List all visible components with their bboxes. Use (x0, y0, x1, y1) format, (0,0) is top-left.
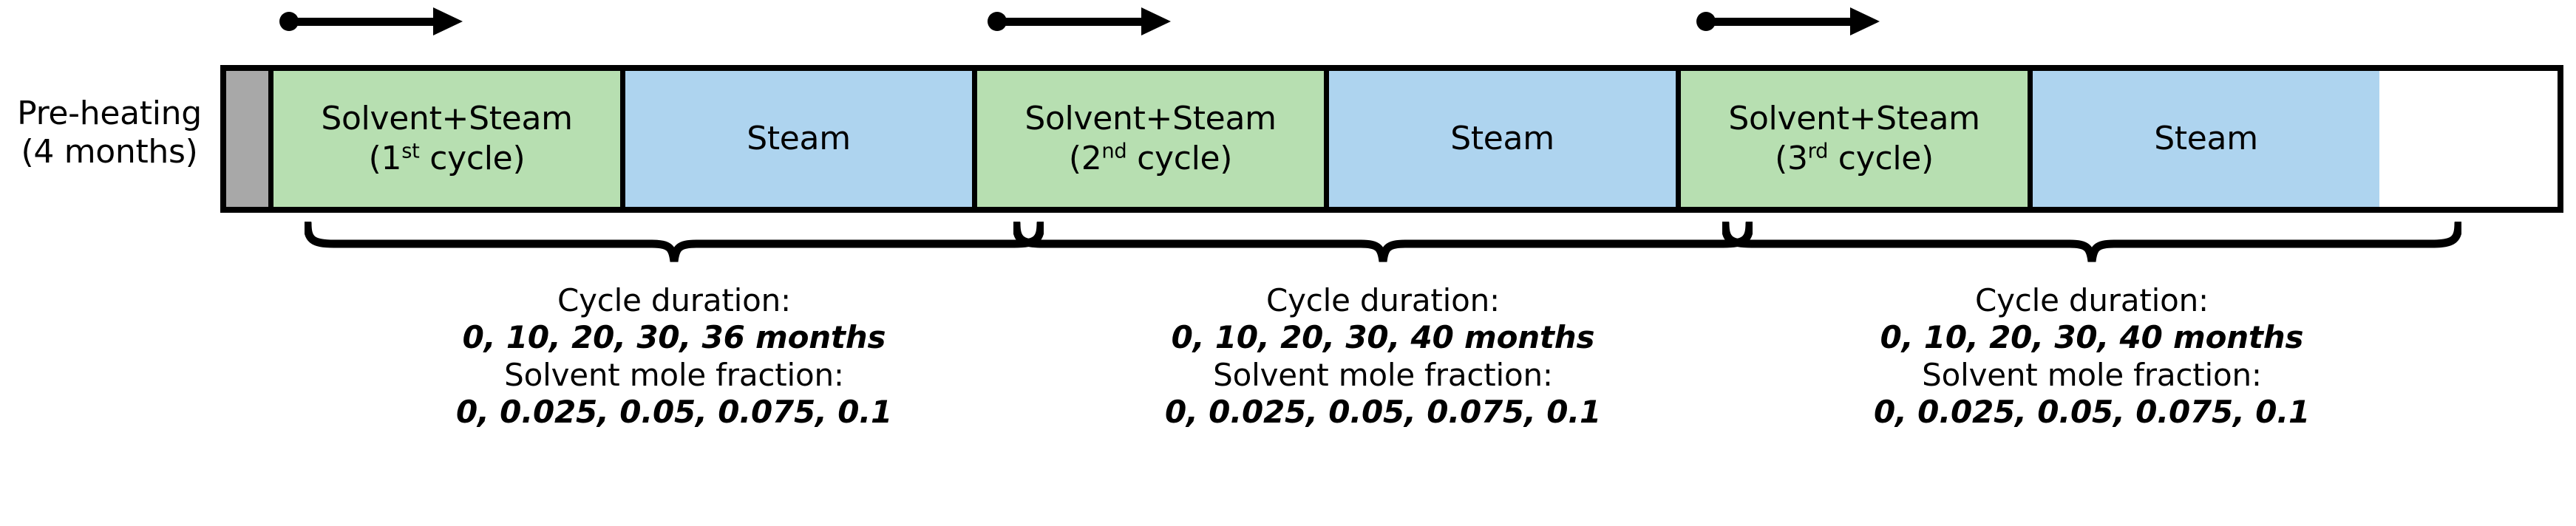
cycle-duration-header: Cycle duration: (1974, 282, 2209, 318)
segment-sublabel: (2nd cycle) (1068, 140, 1233, 177)
cycle-caption-1: Cycle duration: 0, 10, 20, 30, 36 months… (305, 282, 1044, 431)
preheating-label: Pre-heating (4 months) (3, 95, 216, 171)
segment-steam-cycle-1: Steam (620, 71, 972, 207)
mole-fraction-header: Solvent mole fraction: (1922, 356, 2262, 393)
preheating-label-line1: Pre-heating (17, 95, 202, 132)
mole-fraction-values: 0, 0.025, 0.05, 0.075, 0.1 (1873, 394, 2311, 431)
process-timeline-bar: Solvent+Steam (1st cycle) Steam Solvent+… (220, 65, 2563, 213)
brace-icon (1013, 222, 1753, 263)
cycle-duration-values: 0, 10, 20, 30, 40 months (1171, 319, 1595, 356)
cycle-brace-1 (305, 222, 1044, 263)
arrow-shaft-icon (1710, 18, 1858, 26)
ordinal-suffix: nd (1101, 140, 1127, 163)
segment-sublabel: (3rd cycle) (1775, 140, 1934, 177)
segment-solvent-steam-cycle-3: Solvent+Steam (3rd cycle) (1676, 71, 2028, 207)
segment-label: Solvent+Steam (1024, 100, 1277, 138)
cycle-brace-2 (1013, 222, 1753, 263)
ordinal-suffix: st (401, 140, 420, 163)
arrow-shaft-icon (293, 18, 441, 26)
segment-label: Solvent+Steam (321, 100, 573, 138)
segment-preheating (226, 71, 268, 207)
cycle-duration-values: 0, 10, 20, 30, 36 months (462, 319, 886, 356)
cycle-duration-header: Cycle duration: (1265, 282, 1501, 318)
ordinal-suffix: rd (1807, 140, 1829, 163)
cycle-brace-3 (1722, 222, 2461, 263)
cycle-caption-3: Cycle duration: 0, 10, 20, 30, 40 months… (1722, 282, 2461, 431)
cycle-duration-header: Cycle duration: (557, 282, 792, 318)
cycle-start-arrow-2 (988, 7, 1180, 35)
mole-fraction-header: Solvent mole fraction: (1213, 356, 1553, 393)
arrow-shaft-icon (1001, 18, 1149, 26)
segment-label: Solvent+Steam (1728, 100, 1980, 138)
brace-icon (1722, 222, 2461, 263)
arrow-head-icon (1850, 7, 1880, 35)
segment-label: Steam (1450, 120, 1554, 158)
arrow-head-icon (433, 7, 463, 35)
cycle-start-arrow-1 (279, 7, 472, 35)
segment-solvent-steam-cycle-1: Solvent+Steam (1st cycle) (268, 71, 620, 207)
cycle-caption-2: Cycle duration: 0, 10, 20, 30, 40 months… (1013, 282, 1753, 431)
segment-label: Steam (2154, 120, 2258, 158)
mole-fraction-header: Solvent mole fraction: (504, 356, 844, 393)
segment-label: Steam (747, 120, 851, 158)
segment-sublabel: (1st cycle) (368, 140, 526, 177)
brace-icon (305, 222, 1044, 263)
mole-fraction-values: 0, 0.025, 0.05, 0.075, 0.1 (1164, 394, 1602, 431)
segment-steam-cycle-3: Steam (2028, 71, 2379, 207)
segment-steam-cycle-2: Steam (1324, 71, 1676, 207)
mole-fraction-values: 0, 0.025, 0.05, 0.075, 0.1 (455, 394, 893, 431)
arrow-head-icon (1141, 7, 1171, 35)
segment-solvent-steam-cycle-2: Solvent+Steam (2nd cycle) (972, 71, 1324, 207)
preheating-label-line2: (4 months) (21, 132, 198, 171)
cycle-start-arrow-3 (1696, 7, 1889, 35)
cycle-duration-values: 0, 10, 20, 30, 40 months (1880, 319, 2304, 356)
